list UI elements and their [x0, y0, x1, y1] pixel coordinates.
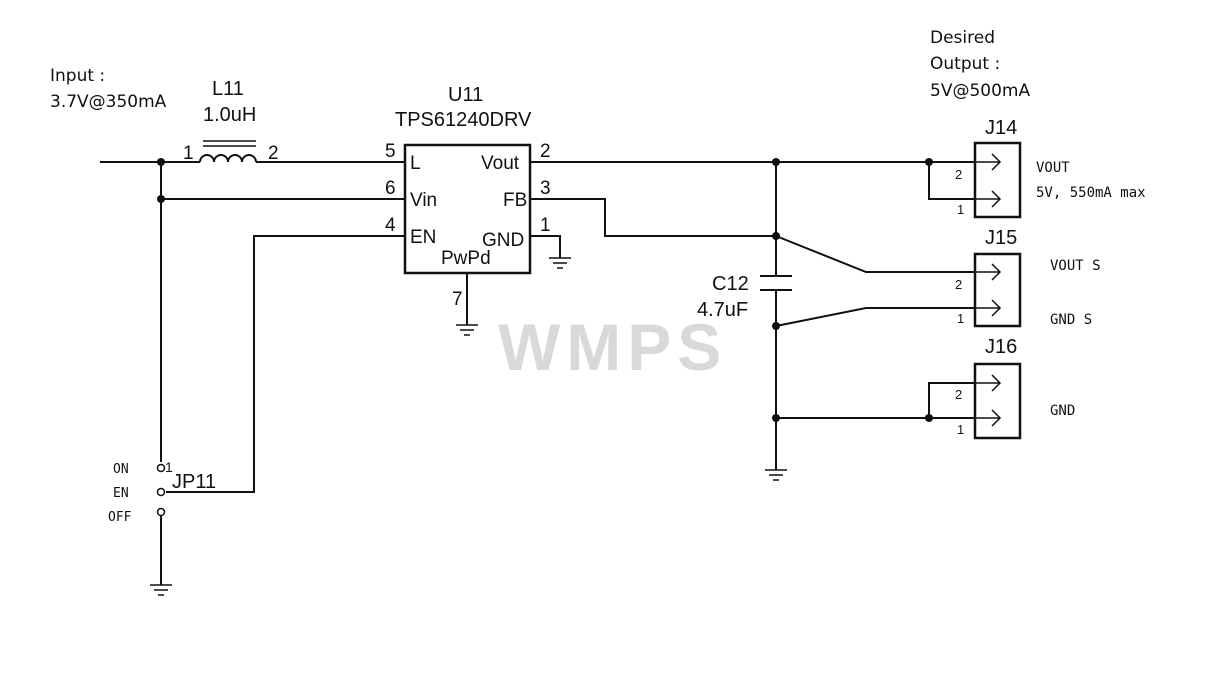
ic-pin-label-fb: FB — [503, 190, 527, 211]
ic-pin-label-l: L — [410, 153, 421, 174]
inductor-value: 1.0uH — [203, 104, 256, 126]
inductor-pin2: 2 — [268, 143, 279, 164]
connector-j14-arrow-1 — [975, 190, 1002, 208]
input-note-line1: Input : — [50, 66, 105, 86]
ic-part: TPS61240DRV — [395, 109, 532, 131]
connector-j15-pin1: 1 — [957, 311, 964, 326]
jumper-label-off: OFF — [108, 510, 132, 525]
connector-j14-desc1: VOUT — [1036, 160, 1070, 176]
desired-note-line1: Desired — [930, 28, 995, 48]
jumper-contact-en — [156, 487, 166, 497]
connector-j14-ref: J14 — [985, 117, 1017, 139]
ic-pin-number-gnd: 1 — [540, 215, 551, 236]
connector-j16-ref: J16 — [985, 336, 1017, 358]
connector-j16-pin1: 1 — [957, 422, 964, 437]
inductor-l11: L11 1.0uH 1 2 — [183, 78, 279, 164]
connector-j15-pin2: 2 — [955, 277, 962, 292]
junction-j16 — [925, 414, 933, 422]
jumper-contact-off — [156, 507, 166, 517]
connector-j15-desc-bottom: GND S — [1050, 312, 1092, 328]
ic-pin-label-en: EN — [410, 227, 436, 248]
ic-pin-label-vin: Vin — [410, 190, 437, 211]
capacitor-ref: C12 — [712, 273, 749, 295]
ground-symbol-ic-gnd — [549, 257, 571, 269]
ground-symbol-jumper — [150, 584, 172, 596]
connector-j14-pin1: 1 — [957, 202, 964, 217]
ic-pin-number-en: 4 — [385, 215, 396, 236]
wire-ic-gnd — [530, 235, 561, 258]
connector-j16-arrow-2 — [975, 374, 1002, 392]
desired-note-line3: 5V@500mA — [930, 81, 1030, 101]
ic-pin-number-fb: 3 — [540, 178, 551, 199]
ground-symbol-cap — [765, 469, 787, 481]
connector-j14-arrow-2 — [975, 153, 1002, 171]
ic-pin-number-pwpd: 7 — [452, 289, 463, 310]
connector-j14-desc2: 5V, 550mA max — [1036, 185, 1146, 201]
connector-j14: J14 2 1 VOUT 5V, 550mA max — [955, 117, 1146, 219]
connector-j16-arrow-1 — [975, 409, 1002, 427]
connector-j15-arrow-1 — [975, 299, 1002, 317]
ground-symbol-ic-pwpd — [456, 324, 478, 336]
jumper-ref: JP11 — [172, 471, 216, 493]
ic-pin-number-l: 5 — [385, 141, 396, 162]
wire-j16-pin2 — [928, 382, 975, 418]
connector-j16-body — [973, 362, 1022, 440]
jumper-jp11: 1 JP11 ON EN OFF — [108, 459, 216, 525]
ic-ref: U11 — [448, 84, 483, 106]
ic-u11: U11 TPS61240DRV L Vin EN Vout FB GND PwP… — [385, 84, 551, 310]
connector-j14-pin2: 2 — [955, 167, 962, 182]
wire-fb — [530, 198, 776, 237]
input-note-line2: 3.7V@350mA — [50, 92, 167, 112]
connector-j14-body — [973, 141, 1022, 219]
wire-j14-pin1 — [928, 162, 975, 200]
junction-vin — [157, 195, 165, 203]
inductor-coil — [199, 154, 257, 163]
capacitor-c12: C12 4.7uF — [697, 273, 792, 321]
ic-pin-label-vout: Vout — [481, 153, 520, 174]
connector-j16-desc: GND — [1050, 403, 1075, 419]
inductor-ref: L11 — [212, 78, 244, 100]
capacitor-value: 4.7uF — [697, 299, 748, 321]
connector-j16: J16 2 1 GND — [955, 336, 1075, 440]
ic-pin-number-vout: 2 — [540, 141, 551, 162]
inductor-pin1: 1 — [183, 143, 194, 164]
ic-pin-label-pwpd: PwPd — [441, 248, 491, 269]
connector-j15-arrow-2 — [975, 263, 1002, 281]
jumper-label-en: EN — [113, 486, 129, 501]
ic-pin-label-gnd: GND — [482, 230, 524, 251]
jumper-label-on: ON — [113, 462, 129, 477]
connector-j15-desc-top: VOUT S — [1050, 258, 1101, 274]
connector-j16-pin2: 2 — [955, 387, 962, 402]
desired-note-line2: Output : — [930, 54, 1000, 74]
wire-vout-sense — [775, 235, 975, 273]
watermark: WMPS — [498, 310, 727, 384]
wire-gnd-sense — [775, 307, 975, 327]
connector-j15: J15 2 1 VOUT S GND S — [955, 227, 1101, 328]
jumper-contact-on — [156, 463, 166, 473]
connector-j15-body — [973, 252, 1022, 328]
jumper-pin1: 1 — [165, 459, 173, 475]
wire-en-pin — [166, 235, 405, 493]
ic-body — [403, 143, 532, 275]
connector-j15-ref: J15 — [985, 227, 1017, 249]
ic-pin-number-vin: 6 — [385, 178, 396, 199]
